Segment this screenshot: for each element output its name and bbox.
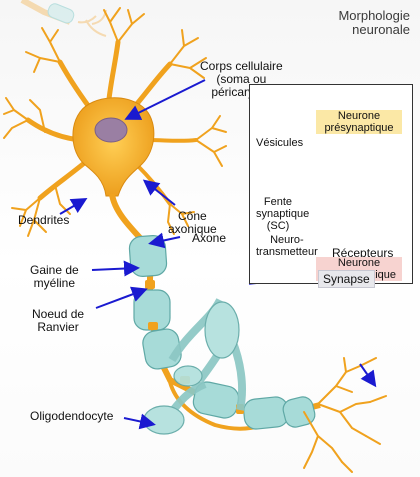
- label-neurotransmitter: Neuro- transmetteur: [256, 234, 318, 258]
- ranvier-node: [145, 280, 155, 289]
- label-sheath-line-2: myéline: [33, 276, 76, 290]
- myelin-segment: [282, 396, 316, 428]
- title-line-1: Morphologie: [338, 8, 410, 23]
- ranvier-node: [148, 322, 158, 330]
- label-myelin-sheath: Gaine de myéline: [30, 264, 79, 290]
- label-node-line-1: Noeud de: [32, 307, 85, 321]
- label-receptors: Récepteurs: [332, 246, 394, 260]
- label-node-of-ranvier: Noeud de Ranvier: [32, 308, 84, 334]
- label-pre-line-1: Neurone: [337, 110, 381, 122]
- label-cleft-line-3: (SC): [266, 220, 290, 232]
- label-presynaptic: Neurone présynaptique: [316, 110, 402, 134]
- oligodendrocyte: [143, 298, 246, 435]
- label-hillock-line-1: Cône: [178, 209, 207, 223]
- label-nt-line-1: Neuro-: [270, 234, 304, 246]
- title-line-2: neuronale: [352, 22, 410, 37]
- myelin-sheaths: [128, 235, 316, 430]
- label-node-line-2: Ranvier: [37, 320, 79, 334]
- soma: [72, 97, 155, 197]
- label-soma-line-2: (soma ou: [216, 72, 267, 86]
- label-soma-line-1: Corps cellulaire: [200, 59, 283, 73]
- myelin-segment: [243, 396, 289, 430]
- label-axon-hillock: Cône axonique: [168, 210, 217, 236]
- label-oligodendrocyte: Oligodendocyte: [30, 409, 114, 423]
- label-dendrites: Dendrites: [18, 213, 70, 227]
- label-axon: Axone: [192, 231, 227, 245]
- label-cleft-line-2: synaptique: [256, 208, 310, 220]
- label-pre-line-2: présynaptique: [324, 122, 394, 134]
- nucleus: [94, 117, 128, 143]
- label-cleft-line-1: Fente: [263, 196, 293, 208]
- label-nt-line-2: transmetteur: [256, 246, 318, 258]
- label-sheath-line-1: Gaine de: [30, 263, 79, 277]
- label-synaptic-cleft: Fente synaptique (SC): [256, 196, 310, 232]
- axon-terminals: [303, 357, 387, 473]
- label-vesicles: Vésicules: [256, 137, 304, 149]
- diagram-title: Morphologie neuronale: [338, 9, 410, 37]
- label-synapse: Synapse: [318, 270, 375, 288]
- label-hillock-line-2: axonique: [168, 222, 217, 236]
- neighbor-axon: [20, 0, 107, 37]
- label-post-line-1: Neurone: [337, 257, 381, 269]
